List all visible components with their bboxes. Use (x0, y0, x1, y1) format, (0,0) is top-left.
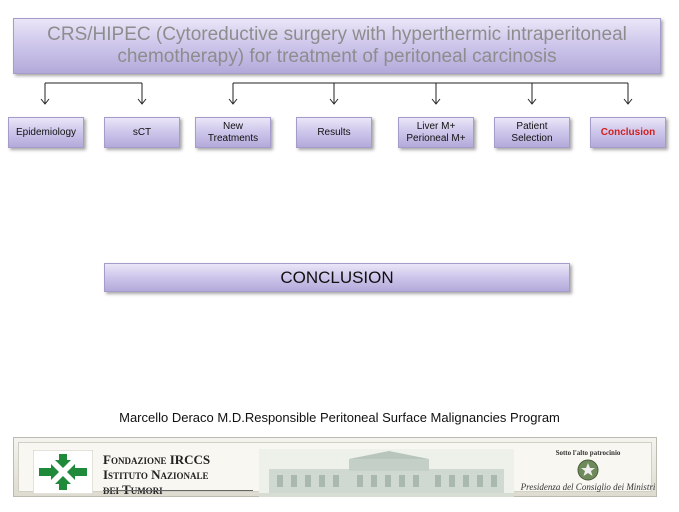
footer-banner: Fondazione IRCCS Istituto Nazionale dei … (13, 437, 657, 497)
section-heading: CONCLUSION (104, 263, 570, 292)
building-image (259, 449, 514, 497)
footer-inner: Fondazione IRCCS Istituto Nazionale dei … (18, 442, 655, 497)
nav-patient-selection[interactable]: Patient Selection (494, 117, 570, 148)
institute-line-1: Fondazione IRCCS (103, 452, 211, 467)
nav-conclusion[interactable]: Conclusion (590, 117, 666, 148)
nav-connector-arrows (40, 82, 633, 105)
author-credit: Marcello Deraco M.D.Responsible Peritone… (119, 410, 560, 425)
nav-epidemiology[interactable]: Epidemiology (8, 117, 84, 148)
page-title: CRS/HIPEC (Cytoreductive surgery with hy… (13, 18, 661, 74)
nav-sct[interactable]: sCT (104, 117, 180, 148)
patronage-block: Sotto l'alto patrocinio Presidenza del C… (519, 447, 657, 499)
patronage-bottom-text: Presidenza del Consiglio dei Ministri (520, 482, 656, 492)
institute-logo-icon (33, 450, 93, 494)
nav-liver-peritoneal[interactable]: Liver M+ Perioneal M+ (398, 117, 474, 148)
institute-divider (103, 490, 253, 491)
institute-line-3: dei Tumori (103, 482, 163, 497)
institute-line-2: Istituto Nazionale (103, 467, 209, 482)
institute-name: Fondazione IRCCS Istituto Nazionale dei … (103, 453, 253, 498)
nav-results[interactable]: Results (296, 117, 372, 148)
patronage-top-text: Sotto l'alto patrocinio (555, 449, 621, 457)
nav-new-treatments[interactable]: New Treatments (195, 117, 271, 148)
italian-emblem-icon (577, 459, 599, 481)
